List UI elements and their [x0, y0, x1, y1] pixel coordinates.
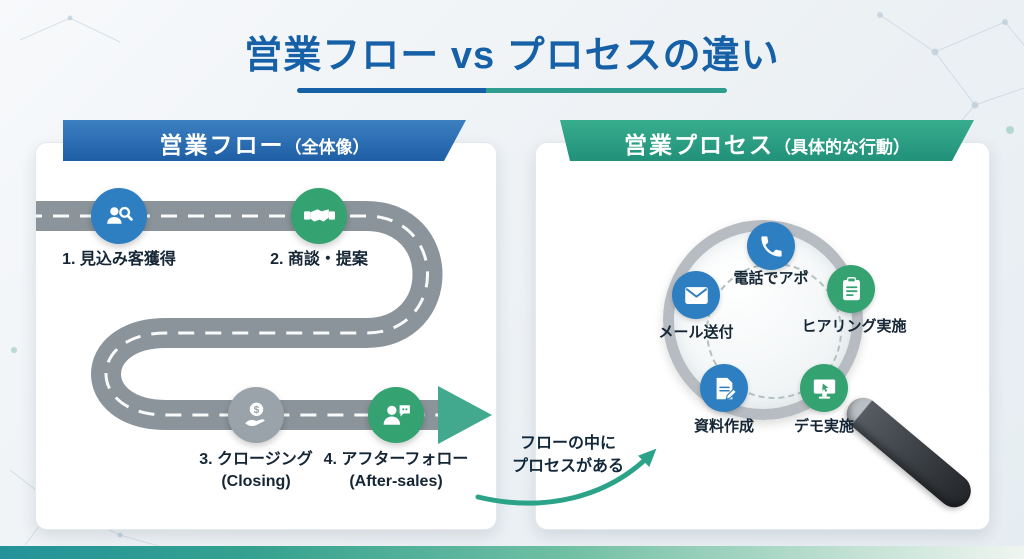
flow-panel-header-main: 営業フロー [159, 132, 285, 158]
step-label-4-main: 4. アフターフォロー [323, 451, 469, 468]
road-centerline [36, 214, 440, 417]
step-label-3: 3. クロージング (Closing) [171, 449, 341, 492]
connector-note: フローの中に プロセスがある [498, 432, 638, 478]
process-panel-header: 営業プロセス（具体的な行動） [560, 120, 974, 161]
step-label-3-sub: (Closing) [221, 472, 291, 490]
handshake-icon [291, 188, 347, 244]
step-label-3-main: 3. クロージング [199, 451, 313, 468]
closing-money-icon: $ [228, 387, 284, 443]
svg-text:$: $ [253, 405, 259, 416]
title-underline [297, 88, 727, 93]
flow-road [36, 201, 492, 444]
step-label-4: 4. アフターフォロー (After-sales) [311, 449, 481, 492]
flow-panel: 1. 見込み客獲得 2. 商談・提案 $ 3. クロージング (Closing) [35, 142, 497, 530]
hearing-clipboard-icon [827, 265, 875, 313]
process-label-document: 資料作成 [693, 418, 754, 435]
prospect-search-icon [91, 188, 147, 244]
title-block: 営業フロー vs プロセスの違い [0, 24, 1024, 93]
process-label-phone: 電話でアポ [733, 270, 809, 287]
process-label-mail: メール送付 [658, 324, 734, 341]
process-label-hearing: ヒアリング実施 [801, 318, 907, 335]
step-label-4-sub: (After-sales) [349, 472, 443, 490]
page-title: 営業フロー vs プロセスの違い [244, 35, 780, 77]
magnifier-handle [839, 391, 978, 515]
process-panel-header-main: 営業プロセス [624, 132, 774, 158]
connector-note-line1: フローの中に [519, 435, 616, 452]
phone-icon [747, 222, 795, 270]
road-path [36, 201, 443, 430]
mail-icon [672, 271, 720, 319]
after-follow-icon [368, 387, 424, 443]
flow-panel-header: 営業フロー（全体像） [63, 120, 466, 161]
step-label-2: 2. 商談・提案 [270, 251, 368, 268]
bottom-accent-bar [0, 546, 1024, 559]
flow-panel-header-sub: （全体像） [284, 138, 370, 157]
demo-monitor-icon [800, 364, 848, 412]
process-panel-header-sub: （具体的な行動） [774, 138, 910, 157]
road-arrow-icon [438, 386, 492, 444]
connector-note-line2: プロセスがある [511, 458, 624, 476]
process-label-demo: デモ実施 [793, 418, 854, 435]
step-label-1: 1. 見込み客獲得 [62, 251, 176, 268]
document-create-icon [700, 364, 748, 412]
